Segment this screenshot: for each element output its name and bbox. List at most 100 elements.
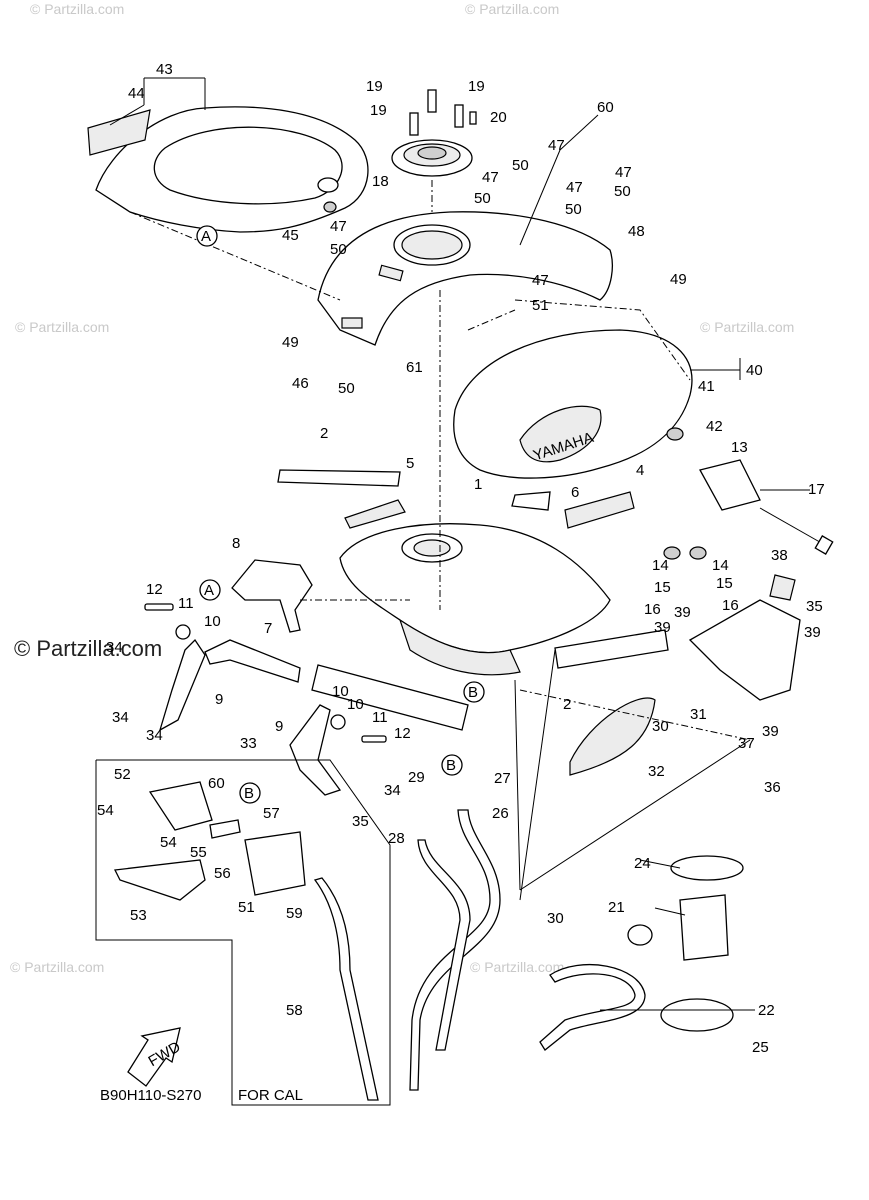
callout-50: 51 — [532, 297, 549, 314]
callout-30: 30 — [652, 718, 669, 735]
callout-59: 60 — [208, 775, 225, 792]
watermarks: © Partzilla.com © Partzilla.com © Partzi… — [10, 1, 794, 975]
callout-9: 9 — [275, 718, 283, 735]
callout-42: 42 — [706, 418, 723, 435]
callout-50: 50 — [474, 190, 491, 207]
tank-cover-rear — [87, 106, 369, 233]
fuel-pump — [627, 855, 744, 1032]
callout-12: 12 — [394, 725, 411, 742]
callout-45: 45 — [282, 227, 299, 244]
callout-34: 35 — [352, 813, 369, 830]
callout-5: 6 — [571, 484, 579, 501]
callout-19: 19 — [366, 78, 383, 95]
callout-37: 37 — [738, 735, 755, 752]
callout-47: 47 — [532, 272, 549, 289]
callout-50: 50 — [565, 201, 582, 218]
for-cal-label: FOR CAL — [238, 1087, 303, 1104]
callout-41: 41 — [698, 378, 715, 395]
right-electrical-group — [663, 459, 834, 701]
callout-3: 4 — [636, 462, 644, 479]
callout-54: 54 — [160, 834, 177, 851]
side-cover-yamaha: YAMAHA — [453, 329, 693, 479]
callout-56: 56 — [214, 865, 231, 882]
ref-b-marker: B — [468, 684, 478, 701]
callout-58: 59 — [286, 905, 303, 922]
callout-47: 47 — [566, 179, 583, 196]
callout-50: 50 — [330, 241, 347, 258]
callout-8: 8 — [232, 535, 240, 552]
callout-4: 5 — [406, 455, 414, 472]
callout-39: 39 — [762, 723, 779, 740]
callout-48: 48 — [628, 223, 645, 240]
diagram-code: B90H110-S270 — [100, 1087, 201, 1104]
watermark-text: © Partzilla.com — [470, 959, 564, 975]
for-cal-box: FOR CAL — [95, 759, 391, 1106]
watermark-text: © Partzilla.com — [10, 959, 104, 975]
callout-28: 29 — [408, 769, 425, 786]
callout-44: 44 — [128, 85, 145, 102]
callout-16: 16 — [722, 597, 739, 614]
ref-a-marker: A — [204, 582, 214, 599]
leader-lines — [109, 77, 810, 1011]
callout-36: 36 — [764, 779, 781, 796]
watermark-text: © Partzilla.com — [30, 1, 124, 17]
callout-57: 58 — [286, 1002, 303, 1019]
callout-61: 61 — [406, 359, 423, 376]
callout-19: 19 — [468, 78, 485, 95]
callout-39: 39 — [654, 619, 671, 636]
callout-12: 12 — [146, 581, 163, 598]
callout-55: 55 — [190, 844, 207, 861]
callout-47: 47 — [330, 218, 347, 235]
callout-9: 9 — [215, 691, 223, 708]
callout-47: 47 — [615, 164, 632, 181]
tank-rails — [277, 469, 669, 731]
callout-21: 21 — [608, 899, 625, 916]
callout-10: 10 — [204, 613, 221, 630]
callout-13: 13 — [731, 439, 748, 456]
callout-31: 32 — [648, 763, 665, 780]
tank-cover-front — [317, 211, 613, 346]
callout-14: 14 — [652, 557, 669, 574]
fuel-cap — [391, 89, 477, 177]
callout-56: 57 — [263, 805, 280, 822]
callout-2: 2 — [320, 425, 328, 442]
watermark-text: © Partzilla.com — [700, 319, 794, 335]
callout-16: 16 — [644, 601, 661, 618]
callout-47: 47 — [482, 169, 499, 186]
callout-11: 11 — [372, 709, 388, 726]
ref-b-marker: B — [244, 785, 254, 802]
callout-49: 49 — [282, 334, 299, 351]
hoses — [313, 809, 646, 1101]
callout-27: 28 — [388, 830, 405, 847]
callout-32: 33 — [240, 735, 257, 752]
callout-38: 38 — [771, 547, 788, 564]
callout-22: 22 — [758, 1002, 775, 1019]
callout-15: 15 — [654, 579, 671, 596]
callout-34: 34 — [384, 782, 401, 799]
callout-1: 1 — [474, 476, 482, 493]
callout-48: 49 — [670, 271, 687, 288]
callout-39: 39 — [674, 604, 691, 621]
callout-30: 31 — [690, 706, 707, 723]
callout-33: 34 — [146, 727, 163, 744]
callout-6: 10 — [332, 683, 349, 700]
callout-39: 39 — [804, 624, 821, 641]
heat-shield — [569, 697, 656, 776]
callout-2: 2 — [563, 696, 571, 713]
callout-10: 10 — [347, 696, 364, 713]
callout-numbers: 43 44 45 46 61 49 50 19 19 19 20 18 60 4… — [97, 61, 825, 1056]
watermark-text: © Partzilla.com — [465, 1, 559, 17]
callout-50: 50 — [512, 157, 529, 174]
callout-26: 27 — [494, 770, 511, 787]
callout-19: 19 — [370, 102, 387, 119]
reference-markers: A A B B B — [196, 225, 485, 804]
callout-51: 51 — [238, 899, 255, 916]
callout-23: 24 — [634, 855, 651, 872]
ref-a-marker: A — [201, 228, 211, 245]
callout-54: 54 — [97, 802, 114, 819]
callout-53: 53 — [130, 907, 147, 924]
callout-25: 26 — [492, 805, 509, 822]
watermark-large-text: © Partzilla.com — [14, 636, 162, 661]
callout-11: 11 — [178, 595, 194, 612]
